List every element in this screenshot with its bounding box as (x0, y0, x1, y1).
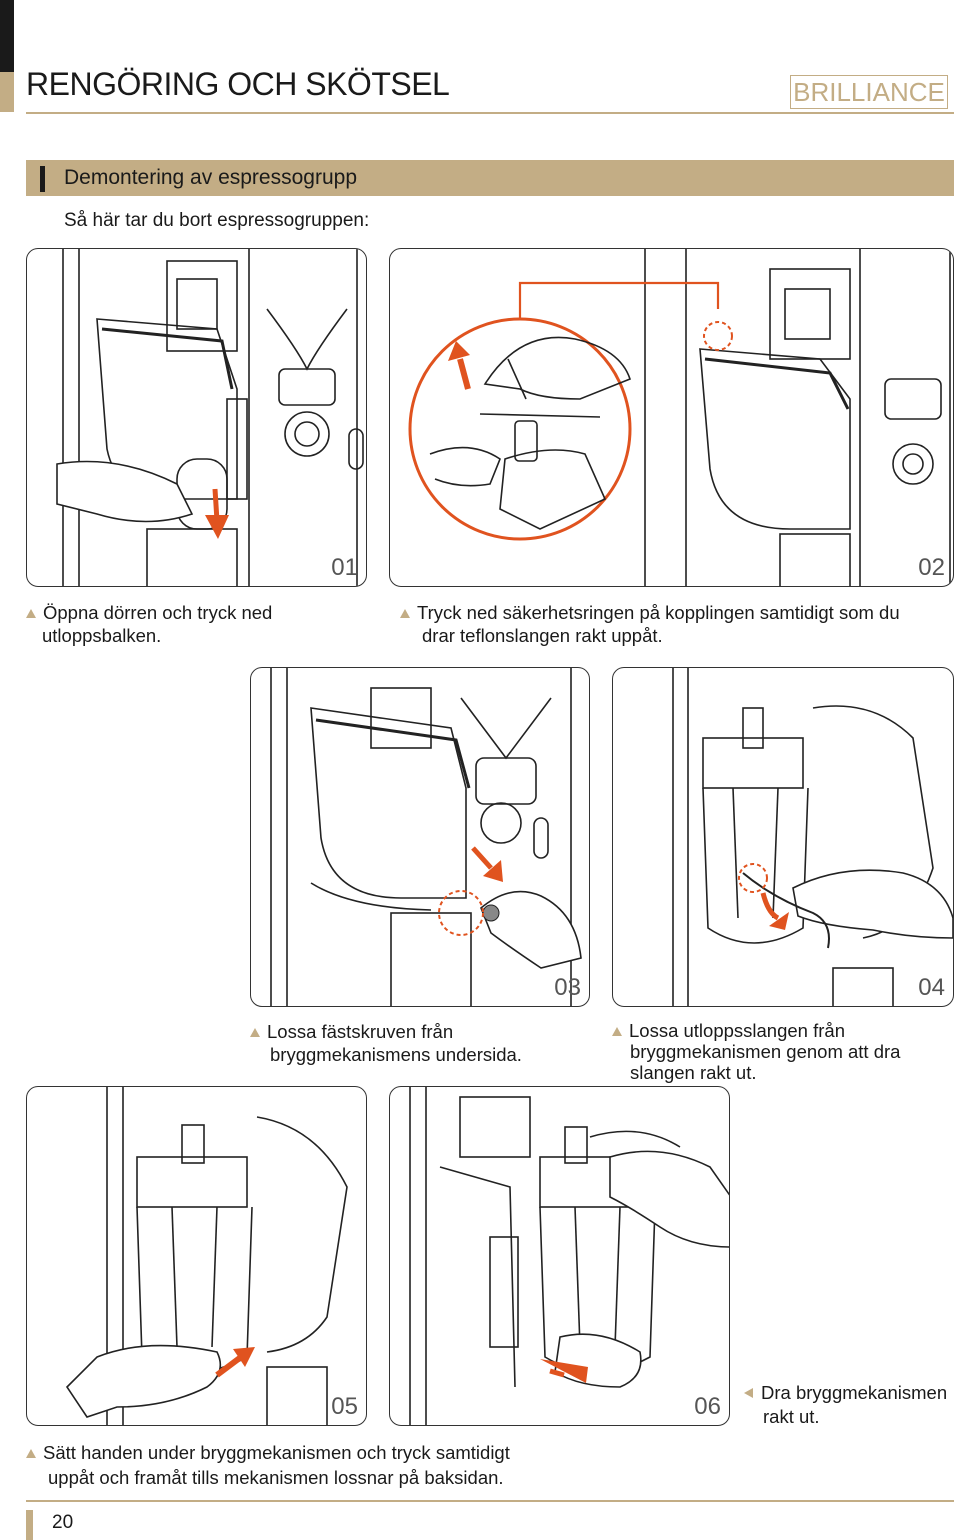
page-title: RENGÖRING OCH SKÖTSEL (26, 66, 450, 102)
machine-drawing-01 (56, 249, 364, 586)
section-marker (40, 166, 45, 192)
section-band (26, 160, 954, 196)
header-side-accent (0, 72, 14, 112)
footer-marker (26, 1510, 33, 1540)
step-02-caption: Tryck ned säkerhetsringen på kopplingen … (400, 601, 950, 647)
left-triangle-bullet-icon (744, 1388, 753, 1398)
step-04-illustration: 04 (612, 667, 954, 1007)
orange-arrow-icon (205, 488, 229, 539)
orange-arrow-icon (540, 1359, 588, 1383)
step-05-illustration: 05 (26, 1086, 367, 1426)
machine-drawing-06 (409, 1087, 729, 1425)
section-intro: Så här tar du bort espressogruppen: (64, 210, 370, 231)
step-number: 01 (331, 554, 358, 581)
up-triangle-bullet-icon (612, 1027, 622, 1036)
header-divider (26, 112, 954, 114)
section-title: Demontering av espressogrupp (64, 166, 357, 189)
up-triangle-bullet-icon (250, 1028, 260, 1037)
up-triangle-bullet-icon (400, 609, 410, 618)
orange-arrow-icon (215, 1347, 255, 1378)
footer-divider (26, 1500, 954, 1502)
machine-drawing-05 (65, 1087, 348, 1425)
machine-drawing-02 (408, 249, 951, 586)
step-03-caption: Lossa fästskruven från bryggmekanismens … (250, 1020, 590, 1066)
step-number: 04 (918, 974, 945, 1001)
step-02-illustration: 02 (389, 248, 954, 587)
step-01-illustration: 01 (26, 248, 367, 587)
step-05-caption: Sätt handen under bryggmekanismen och tr… (26, 1440, 586, 1490)
step-number: 02 (918, 554, 945, 581)
step-number: 03 (554, 974, 581, 1001)
orange-arrow-icon (448, 341, 471, 390)
step-06-caption: Dra bryggmekanismen rakt ut. (744, 1381, 959, 1429)
up-triangle-bullet-icon (26, 609, 36, 618)
step-04-caption: Lossa utloppsslangen från bryggmekanisme… (612, 1020, 954, 1083)
step-01-caption: Öppna dörren och tryck ned utloppsbalken… (26, 601, 346, 647)
machine-drawing-03 (270, 668, 582, 1006)
orange-arrow-icon (471, 846, 503, 882)
machine-drawing-04 (672, 668, 953, 1006)
step-number: 06 (694, 1393, 721, 1420)
page-number: 20 (52, 1512, 74, 1533)
step-03-illustration: 03 (250, 667, 590, 1007)
step-number: 05 (331, 1393, 358, 1420)
up-triangle-bullet-icon (26, 1449, 36, 1458)
brand-label: BRILLIANCE (790, 75, 948, 109)
step-06-illustration: 06 (389, 1086, 730, 1426)
orange-arrow-icon (760, 892, 789, 930)
